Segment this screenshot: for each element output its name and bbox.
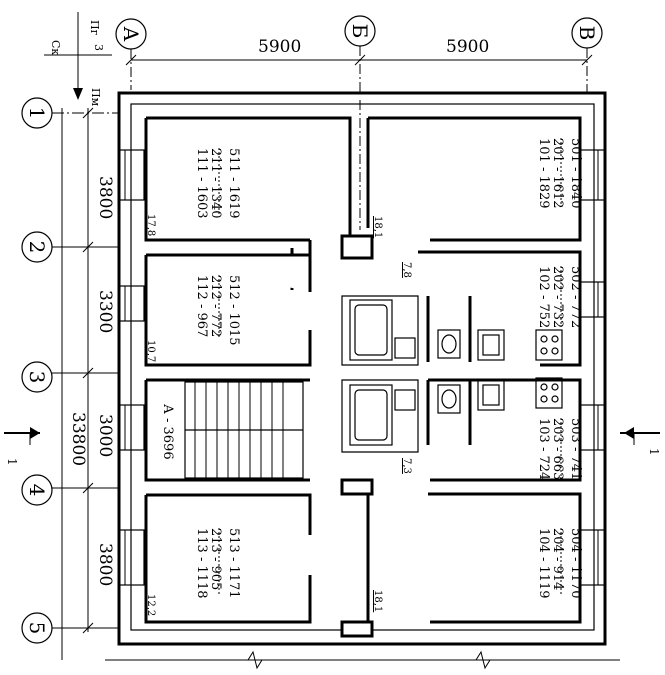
room-label-102: 102 - 752 202 - 732 502 - 772 [536,266,583,328]
stove-icon [535,329,563,409]
svg-text:504 - 1170: 504 - 1170 [568,528,583,599]
svg-text:Пг: Пг [88,20,101,36]
stair [184,381,304,479]
svg-text:1: 1 [5,458,19,466]
svg-text:513 - 1171: 513 - 1171 [226,528,241,599]
svg-text:511 - 1619: 511 - 1619 [226,148,241,219]
dim-total: 33800 [68,412,88,466]
svg-text:113 - 1118: 113 - 1118 [194,528,209,599]
svg-text:201 - 1612: 201 - 1612 [550,138,565,209]
svg-text:Б: Б [348,24,372,39]
svg-text:1: 1 [647,448,661,456]
left-dimension-lines: 3800 3300 3000 3800 33800 [61,107,115,660]
svg-text:202 - 732: 202 - 732 [550,266,565,328]
room-area-17-8: 17,8 [145,214,156,236]
svg-text:101 - 1829: 101 - 1829 [536,138,551,209]
svg-text:213 - 905: 213 - 905 [208,528,223,590]
svg-text:А - 3696: А - 3696 [160,404,175,460]
axis-bubble-v: В [571,17,603,105]
dim-left-1: 3800 [95,176,115,219]
room-label-112: 112 - 967 212 - 772 512 - 1015 [194,275,241,346]
top-dimension-line: 5900 5900 [125,37,593,66]
room-area-18-1-bottom: 18,1 [372,590,383,612]
corner-annotation: Пг Ск 3 Пм [44,12,112,107]
svg-text:111 - 1603: 111 - 1603 [194,148,209,219]
svg-text:203 - 663: 203 - 663 [550,418,565,480]
dim-left-4: 3800 [95,543,115,586]
room-area-7-8: 7,8 [401,262,412,278]
room-area-12-2: 12,2 [145,594,156,616]
dim-top-2: 5900 [446,37,489,57]
section-marker-right: 1 [620,427,661,456]
svg-text:1: 1 [25,107,49,120]
dim-top-1: 5900 [258,37,301,57]
axis-bubble-2: 2 [21,231,130,263]
dim-left-3: 3000 [95,414,115,457]
svg-text:512 - 1015: 512 - 1015 [226,275,241,346]
svg-text:4: 4 [25,484,49,497]
svg-text:3: 3 [92,44,105,51]
svg-text:3: 3 [25,371,49,384]
svg-text:204 - 914: 204 - 914 [550,528,565,590]
room-area-7-3: 7,3 [401,458,412,474]
axis-bubble-b: Б [344,15,376,100]
room-label-113: 113 - 1118 213 - 905 513 - 1171 [194,528,241,599]
bathroom-fixtures [349,299,505,446]
svg-text:А: А [119,26,143,41]
room-label-a: А - 3696 [160,404,175,460]
svg-text:503 - 741: 503 - 741 [568,418,583,480]
svg-text:Пм: Пм [89,88,102,107]
room-area-10-7: 10,7 [145,340,156,362]
section-marker-left: 1 [4,427,40,466]
svg-text:501 - 1840: 501 - 1840 [568,138,583,209]
room-area-18-1-top: 18,1 [372,216,383,238]
axis-bubble-a: А [115,18,147,90]
dim-left-2: 3300 [95,290,115,333]
room-outlines [144,116,582,638]
axis-bubble-5: 5 [21,612,130,644]
room-label-111: 111 - 1603 211 - 1340 511 - 1619 [194,148,241,219]
room-label-101: 101 - 1829 201 - 1612 501 - 1840 [536,138,583,209]
svg-text:2: 2 [25,241,49,254]
svg-text:В: В [575,26,599,41]
svg-text:211 - 1340: 211 - 1340 [208,148,223,219]
svg-text:5: 5 [25,622,49,635]
svg-text:102 - 752: 102 - 752 [536,266,551,328]
svg-text:212 - 772: 212 - 772 [208,275,223,337]
room-label-104: 104 - 1119 204 - 914 504 - 1170 [536,528,583,599]
svg-text:502 - 772: 502 - 772 [568,266,583,328]
room-label-103: 103 - 724 203 - 663 503 - 741 [536,418,583,480]
svg-text:103 - 724: 103 - 724 [536,418,551,480]
svg-text:104 - 1119: 104 - 1119 [536,528,551,599]
svg-text:Ск: Ск [49,40,62,55]
svg-text:112 - 967: 112 - 967 [194,275,209,337]
